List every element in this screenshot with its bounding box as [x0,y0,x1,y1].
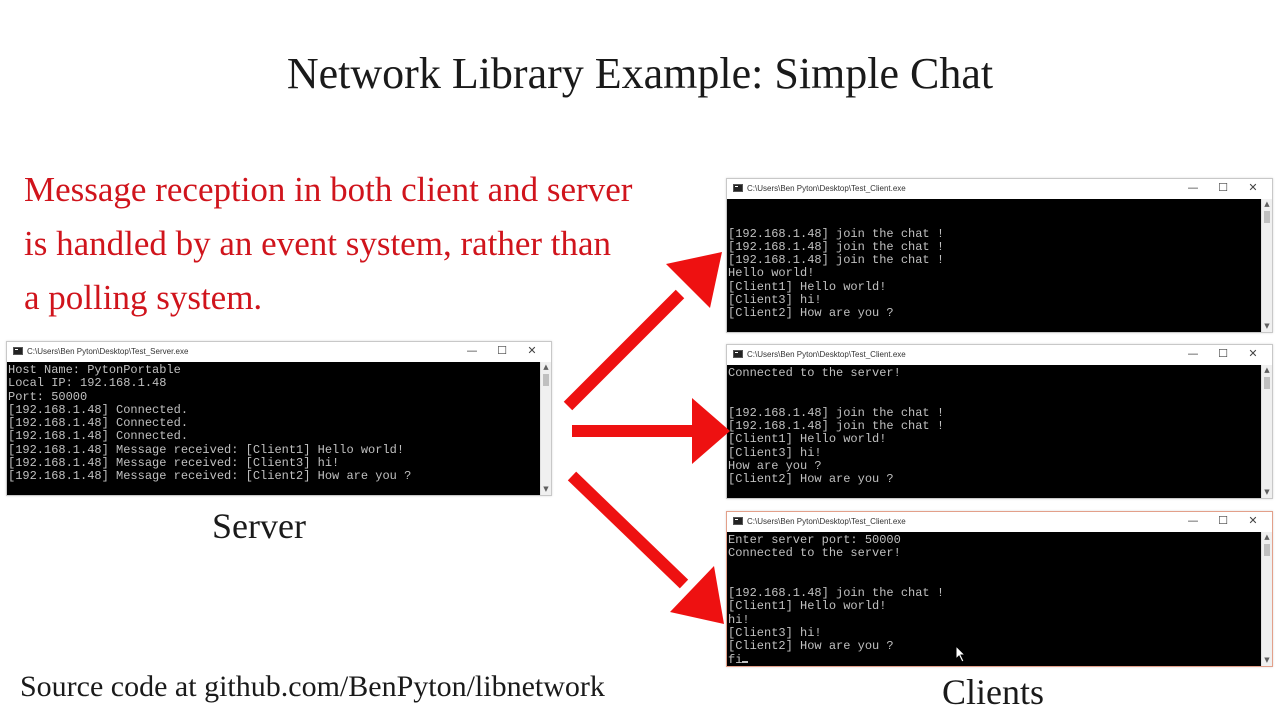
description-line-3: a polling system. [24,278,263,317]
text-cursor [742,660,749,663]
console-line: [Client2] How are you ? [728,639,894,654]
scroll-up-icon[interactable]: ▲ [1264,366,1270,374]
close-button[interactable]: ✕ [527,344,537,357]
scroll-thumb[interactable] [543,374,549,386]
close-button[interactable]: ✕ [1248,347,1258,360]
maximize-button[interactable]: ☐ [497,344,507,357]
console-line: Local IP: 192.168.1.48 [8,376,167,391]
arrow-shaft [563,289,685,411]
close-button[interactable]: ✕ [1248,181,1258,194]
client-title-bar[interactable]: C:\Users\Ben Pyton\Desktop\Test_Client.e… [727,512,1272,532]
client-console-window-3[interactable]: C:\Users\Ben Pyton\Desktop\Test_Client.e… [726,511,1273,667]
console-line: Host Name: PytonPortable [8,363,181,377]
console-app-icon [733,350,743,358]
source-code-footer: Source code at github.com/BenPyton/libne… [20,670,605,703]
console-line: [192.168.1.48] Message received: [Client… [8,442,405,457]
client-scrollbar[interactable]: ▲ ▼ [1261,365,1272,498]
slide-title: Network Library Example: Simple Chat [286,49,994,98]
maximize-button[interactable]: ☐ [1218,347,1228,360]
client-window-title: C:\Users\Ben Pyton\Desktop\Test_Client.e… [747,517,906,526]
scroll-thumb[interactable] [1264,211,1270,223]
scroll-down-icon[interactable]: ▼ [1264,322,1270,330]
console-line: How are you ? [728,459,822,474]
console-line: [192.168.1.48] Connected. [8,402,189,417]
scroll-down-icon[interactable]: ▼ [1264,488,1270,496]
server-caption: Server [212,506,306,546]
description-line-1: Message reception in both client and ser… [24,170,633,209]
console-line: [192.168.1.48] Connected. [8,416,189,431]
console-line: [Client1] Hello world! [728,599,887,614]
client-scrollbar[interactable]: ▲ ▼ [1261,199,1272,332]
console-line: [Client2] How are you ? [728,306,894,321]
console-line: fi [728,653,1261,666]
client-title-bar[interactable]: C:\Users\Ben Pyton\Desktop\Test_Client.e… [727,345,1272,365]
server-console-window[interactable]: C:\Users\Ben Pyton\Desktop\Test_Server.e… [6,341,552,496]
console-line: [Client3] hi! [728,626,822,641]
scroll-up-icon[interactable]: ▲ [1264,200,1270,208]
console-line: [192.168.1.48] Connected. [8,429,189,444]
scroll-down-icon[interactable]: ▼ [543,485,549,493]
description-line-2: is handled by an event system, rather th… [24,224,612,263]
client-scrollbar[interactable]: ▲ ▼ [1261,532,1272,666]
scroll-thumb[interactable] [1264,377,1270,389]
description-text: Message reception in both client and ser… [24,163,724,325]
client-window-title: C:\Users\Ben Pyton\Desktop\Test_Client.e… [747,184,906,193]
scroll-up-icon[interactable]: ▲ [543,363,549,371]
minimize-button[interactable]: — [466,344,478,357]
console-line: Port: 50000 [8,389,88,404]
console-line: Connected to the server! [728,366,901,380]
arrowhead-icon [670,566,724,624]
console-line: [192.168.1.48] join the chat ! [728,419,945,434]
client-console-window-2[interactable]: C:\Users\Ben Pyton\Desktop\Test_Client.e… [726,344,1273,499]
console-line: [192.168.1.48] join the chat ! [728,226,945,241]
console-app-icon [13,347,23,355]
console-line: [192.168.1.48] Message received: [Client… [8,469,412,484]
close-button[interactable]: ✕ [1248,514,1258,527]
arrow-to-client-2 [572,398,730,464]
client-console-window-1[interactable]: C:\Users\Ben Pyton\Desktop\Test_Client.e… [726,178,1273,333]
console-line: [Client1] Hello world! [728,432,887,447]
console-line: [Client3] hi! [728,445,822,460]
minimize-button[interactable]: — [1187,514,1199,527]
console-line: [Client3] hi! [728,293,822,308]
server-window-title: C:\Users\Ben Pyton\Desktop\Test_Server.e… [27,347,189,356]
console-line: [Client1] Hello world! [728,279,887,294]
console-line: [192.168.1.48] Message received: [Client… [8,456,340,471]
maximize-button[interactable]: ☐ [1218,181,1228,194]
console-line: [192.168.1.48] join the chat ! [728,586,945,601]
client-window-title: C:\Users\Ben Pyton\Desktop\Test_Client.e… [747,350,906,359]
minimize-button[interactable]: — [1187,347,1199,360]
minimize-button[interactable]: — [1187,181,1199,194]
console-line: hi! [728,612,750,627]
console-app-icon [733,517,743,525]
maximize-button[interactable]: ☐ [1218,514,1228,527]
arrowhead-icon [666,252,722,308]
console-line: [192.168.1.48] join the chat ! [728,405,945,420]
console-line: [192.168.1.48] join the chat ! [728,239,945,254]
client-console-output[interactable]: [192.168.1.48] join the chat ![192.168.1… [727,199,1261,332]
client-title-bar[interactable]: C:\Users\Ben Pyton\Desktop\Test_Client.e… [727,179,1272,199]
arrow-shaft [567,471,689,589]
console-line: [Client2] How are you ? [728,472,894,487]
console-app-icon [733,184,743,192]
scroll-down-icon[interactable]: ▼ [1264,656,1270,664]
arrow-to-client-3 [567,471,724,624]
console-line: Hello world! [728,266,815,281]
clients-caption: Clients [942,672,1045,712]
client-console-output[interactable]: Connected to the server! [192.168.1.48] … [727,365,1261,498]
arrowhead-icon [692,398,730,464]
server-scrollbar[interactable]: ▲ ▼ [540,362,551,495]
console-line: Enter server port: 50000 [728,533,901,547]
server-title-bar[interactable]: C:\Users\Ben Pyton\Desktop\Test_Server.e… [7,342,551,362]
scroll-thumb[interactable] [1264,544,1270,556]
mouse-pointer-icon [955,645,967,663]
console-line: Connected to the server! [728,546,901,561]
console-line: [192.168.1.48] join the chat ! [728,253,945,268]
scroll-up-icon[interactable]: ▲ [1264,533,1270,541]
arrow-to-client-1 [563,252,722,411]
